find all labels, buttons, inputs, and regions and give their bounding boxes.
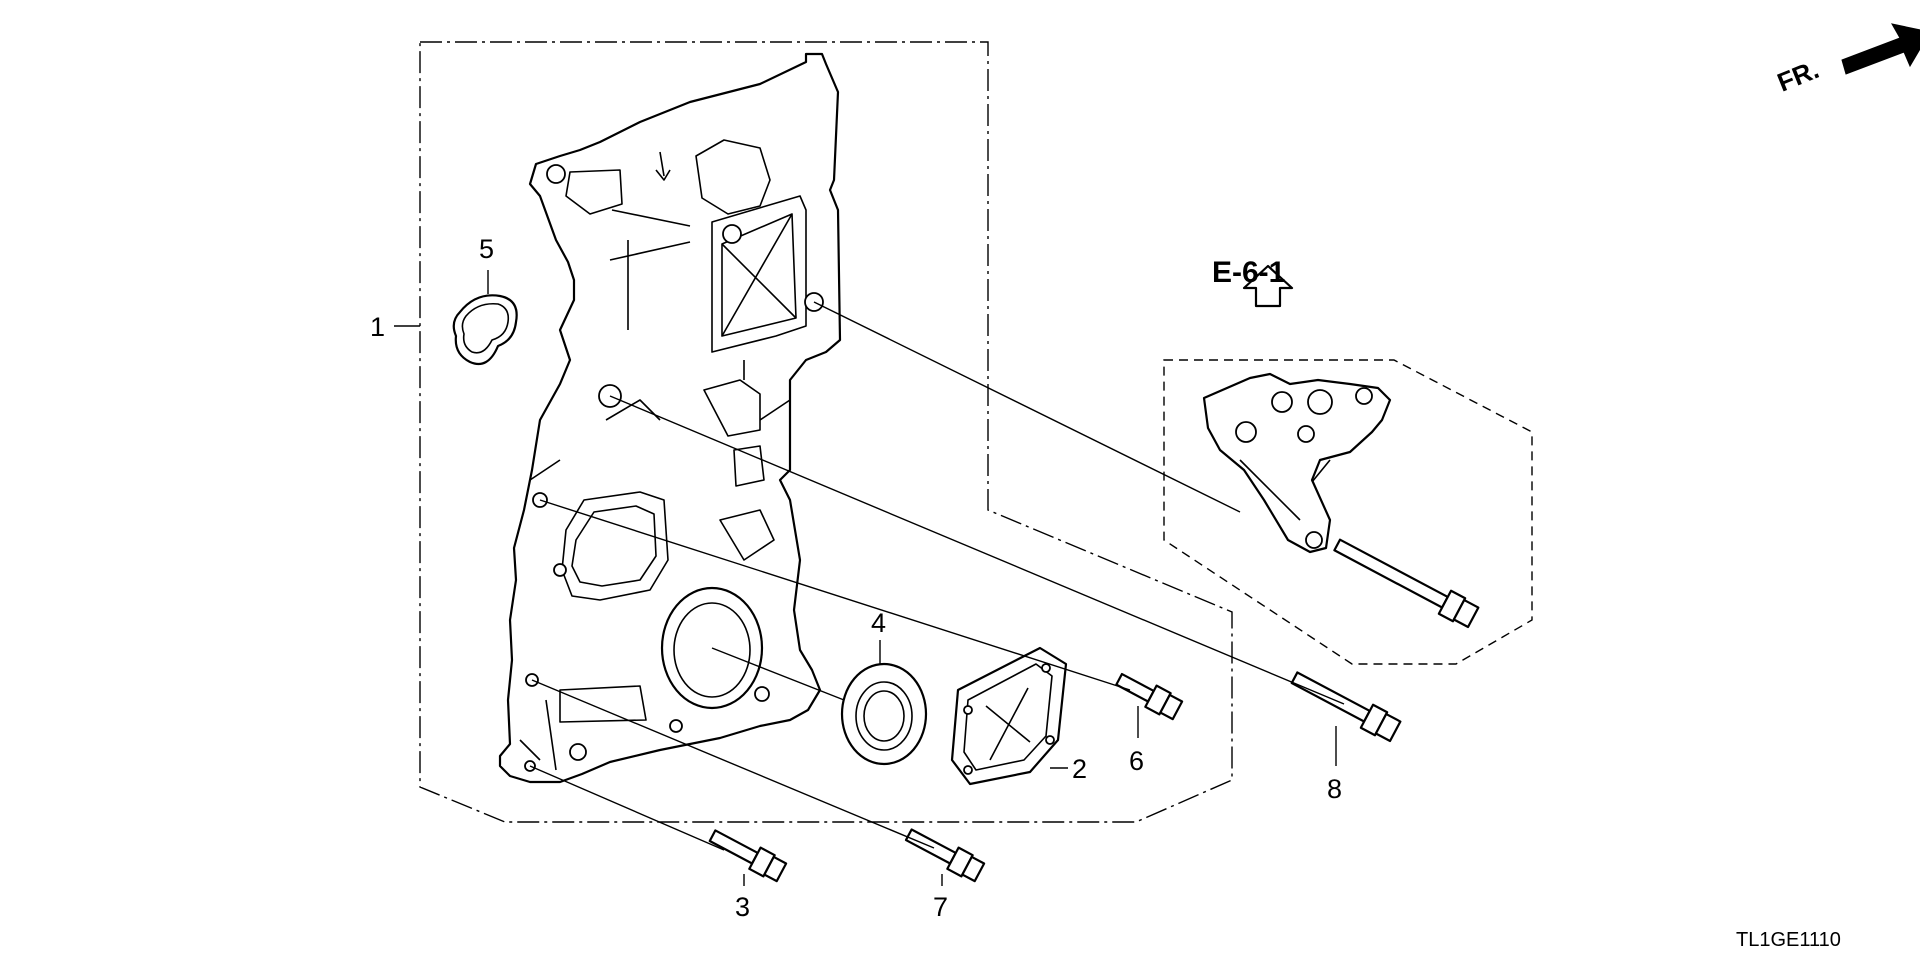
drawing-code: TL1GE1110 bbox=[1736, 929, 1841, 951]
bolt-8 bbox=[1290, 671, 1402, 743]
bolt-7 bbox=[904, 828, 986, 883]
reference-arrow-icon bbox=[1242, 264, 1294, 308]
front-direction-arrow-icon bbox=[1841, 23, 1920, 75]
leader-lines bbox=[394, 270, 1345, 886]
bracket-bolt bbox=[1333, 538, 1480, 629]
callout-2: 2 bbox=[1072, 754, 1087, 784]
callout-4: 4 bbox=[871, 608, 886, 638]
callout-3: 3 bbox=[735, 892, 750, 922]
callout-8: 8 bbox=[1327, 774, 1342, 804]
chain-case bbox=[498, 52, 842, 784]
bolt-6 bbox=[1115, 672, 1184, 721]
oil-seal bbox=[840, 662, 928, 766]
callout-1: 1 bbox=[370, 312, 385, 342]
callout-7: 7 bbox=[933, 892, 948, 922]
callout-6: 6 bbox=[1129, 746, 1144, 776]
bolt-3 bbox=[708, 829, 788, 883]
callout-5: 5 bbox=[479, 234, 494, 264]
reference-label: E-6-1 bbox=[1212, 256, 1285, 289]
cover-plate bbox=[950, 646, 1068, 786]
mounting-bracket bbox=[1202, 372, 1392, 554]
front-direction-label: FR. bbox=[1773, 54, 1823, 98]
bracket-group-boundary bbox=[1163, 359, 1533, 665]
